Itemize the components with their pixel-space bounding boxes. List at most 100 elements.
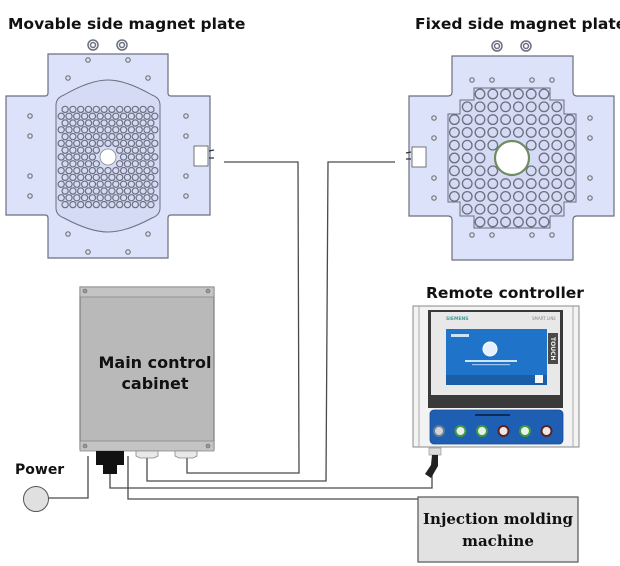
magnet-pole <box>84 187 93 195</box>
magnet-pole <box>448 126 460 138</box>
magnet-pole <box>100 105 108 114</box>
magnet-pole <box>80 153 89 161</box>
wire-power <box>48 456 89 499</box>
magnet-pole <box>119 166 128 175</box>
magnet-pole <box>57 180 65 188</box>
screen-brand: SIEMENS <box>446 316 469 322</box>
magnet-pole <box>487 165 499 177</box>
magnet-pole <box>80 112 89 120</box>
bolt-hole <box>65 231 71 237</box>
bolt-hole <box>431 195 437 201</box>
magnet-pole <box>487 203 499 215</box>
magnet-pole <box>487 126 499 138</box>
magnet-pole <box>112 112 120 120</box>
bolt-hole <box>145 75 151 81</box>
magnet-pole <box>143 112 151 120</box>
bolt-hole <box>183 173 189 179</box>
panel-button-red[interactable] <box>540 425 553 437</box>
magnet-pole <box>538 88 550 100</box>
magnet-pole <box>512 101 524 113</box>
fixed-plate-title: Fixed side magnet plate <box>415 15 620 33</box>
magnet-pole <box>564 114 576 126</box>
magnet-pole <box>448 178 460 190</box>
bolt-hole <box>27 193 33 199</box>
magnet-pole <box>108 200 116 209</box>
magnet-pole <box>100 173 108 182</box>
magnet-pole <box>525 139 537 151</box>
cable-gland <box>174 450 198 459</box>
magnet-pole <box>84 160 93 168</box>
panel-button-green[interactable] <box>454 425 467 437</box>
bolt-hole <box>85 249 91 255</box>
cable-bend <box>425 455 438 478</box>
magnet-pole <box>147 200 155 209</box>
magnet-pole <box>88 166 97 175</box>
magnet-pole <box>65 139 73 148</box>
magnet-pole <box>147 160 155 168</box>
magnet-pole <box>61 160 69 168</box>
magnet-pole <box>448 165 460 177</box>
panel-button-green[interactable] <box>519 425 531 437</box>
magnet-pole <box>127 194 136 202</box>
magnet-pole <box>123 187 132 195</box>
wire-movable-plate <box>186 161 300 474</box>
magnet-pole <box>104 139 112 148</box>
magnet-pole <box>119 153 128 161</box>
magnet-pole <box>461 190 473 202</box>
magnet-pole <box>151 139 159 148</box>
magnet-pole <box>57 139 65 148</box>
main-cabinet-label-line2: cabinet <box>121 374 189 393</box>
magnet-pole <box>551 101 563 113</box>
magnet-pole <box>65 180 73 188</box>
main-cabinet-label-line1: Main control <box>98 353 212 372</box>
magnet-pole <box>92 160 101 168</box>
magnet-pole <box>474 190 486 202</box>
bolt-hole <box>587 115 593 121</box>
power-source-icon <box>23 486 49 512</box>
magnet-pole <box>538 216 550 228</box>
magnet-pole <box>500 114 512 126</box>
magnet-pole <box>127 126 136 134</box>
magnet-pole <box>76 200 85 209</box>
magnet-pole <box>564 152 576 164</box>
magnet-pole <box>139 187 147 195</box>
bolt-hole <box>183 113 189 119</box>
magnet-pole <box>88 194 97 202</box>
bolt-hole <box>489 232 495 238</box>
wire-fixed-plate <box>146 161 395 482</box>
magnet-pole <box>69 200 77 209</box>
magnet-pole <box>538 139 550 151</box>
magnet-pole <box>448 139 460 151</box>
magnet-pole <box>119 126 128 134</box>
main-control-cabinet <box>79 286 215 474</box>
panel-button-green[interactable] <box>476 425 488 437</box>
sensor-connector <box>405 151 412 160</box>
magnet-pole <box>96 126 104 134</box>
magnet-pole <box>135 180 143 188</box>
panel-button-red[interactable] <box>497 425 510 437</box>
magnet-pole <box>92 119 101 127</box>
magnet-pole <box>127 112 136 120</box>
magnet-pole <box>538 178 550 190</box>
magnet-poles <box>57 105 159 209</box>
magnet-pole <box>88 153 97 161</box>
magnet-pole <box>115 200 124 209</box>
magnet-pole <box>564 139 576 151</box>
magnet-pole <box>65 112 73 120</box>
key-switch[interactable] <box>433 425 445 437</box>
bolt-hole <box>125 249 131 255</box>
magnet-pole <box>69 160 77 168</box>
magnet-pole <box>61 132 69 141</box>
magnet-pole <box>88 112 97 120</box>
lifting-eye <box>491 40 532 52</box>
magnet-pole <box>487 114 499 126</box>
magnet-pole <box>500 203 512 215</box>
magnet-pole <box>104 194 112 202</box>
movable-plate-title: Movable side magnet plate <box>8 15 246 33</box>
bolt-holes <box>431 77 593 238</box>
bolt-hole <box>469 77 475 83</box>
magnet-pole <box>538 190 550 202</box>
magnet-pole <box>461 126 473 138</box>
magnet-pole <box>57 112 65 120</box>
magnet-pole <box>500 216 512 228</box>
